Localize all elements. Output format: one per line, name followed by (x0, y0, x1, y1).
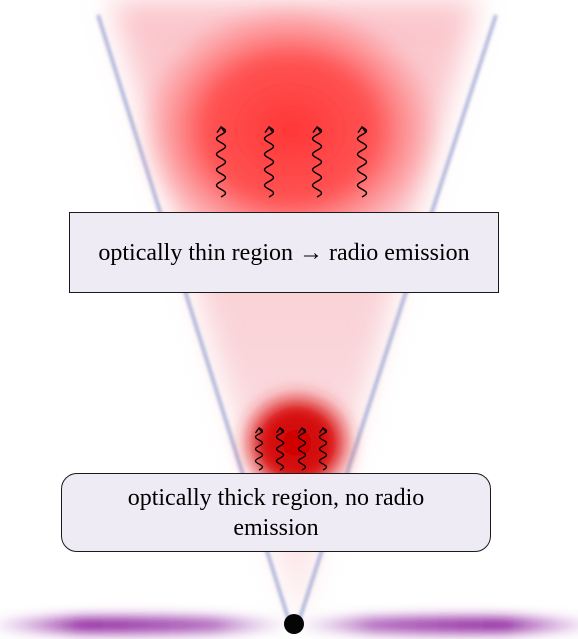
optically-thin-label-box: optically thin region → radio emission (69, 212, 499, 293)
optically-thin-label: optically thin region → radio emission (98, 239, 470, 266)
wavy-arrow-icon (311, 126, 323, 198)
arrow-head-icon (216, 125, 226, 134)
wavy-arrow-icon (318, 427, 328, 471)
optically-thick-region (237, 387, 357, 499)
arrow-head-icon (357, 125, 367, 134)
wavy-arrow-icon (215, 126, 227, 198)
wavy-arrow-icon (275, 427, 285, 471)
arrow-head-icon (264, 125, 274, 134)
thick-emission-arrows (254, 426, 328, 471)
accretion-disk-right (298, 617, 578, 633)
arrow-head-icon (318, 426, 328, 434)
wavy-arrow-icon (263, 126, 275, 198)
thin-emission-arrows (215, 125, 368, 198)
arrow-head-icon (254, 426, 264, 434)
black-hole-core (284, 614, 304, 634)
arrow-head-icon (275, 426, 285, 434)
arrow-head-icon (297, 426, 307, 434)
wavy-arrow-icon (297, 427, 307, 471)
wavy-arrow-icon (254, 427, 264, 471)
optically-thick-label-box: optically thick region, no radio emissio… (61, 473, 491, 552)
wavy-arrow-icon (356, 126, 368, 198)
optically-thick-label: optically thick region, no radio emissio… (127, 484, 425, 541)
accretion-disk-left (0, 617, 288, 633)
arrow-head-icon (312, 125, 322, 134)
